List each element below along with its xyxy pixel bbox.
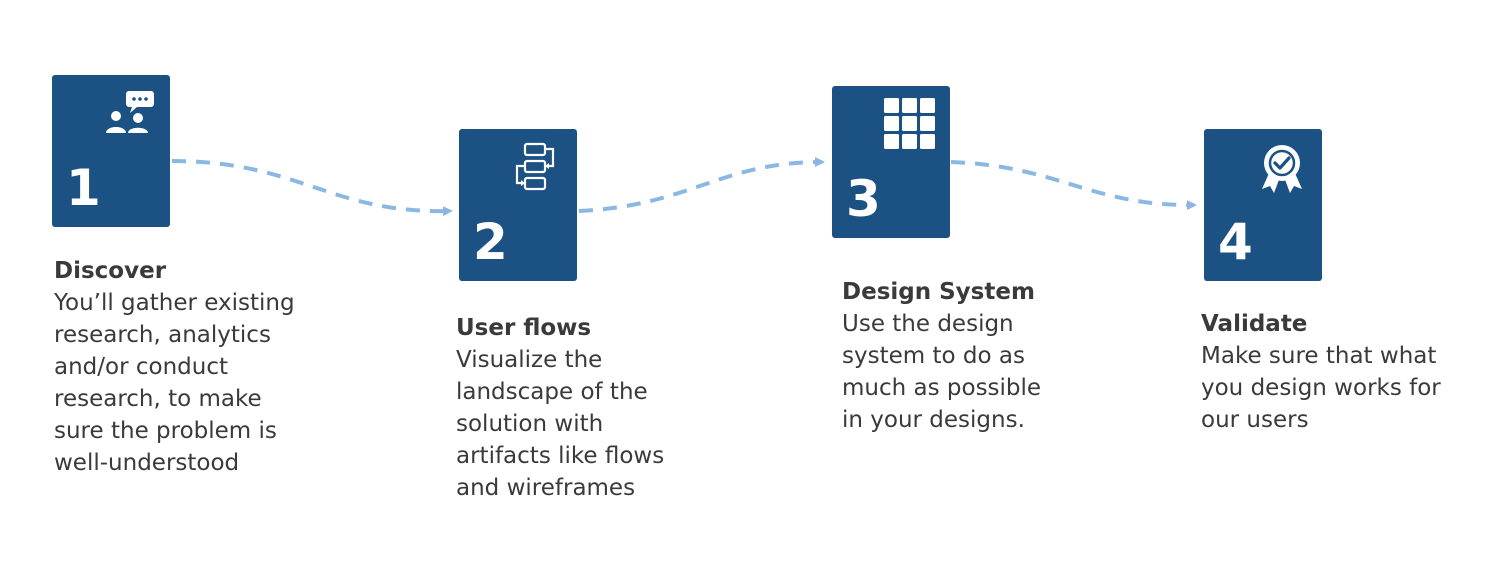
step-number: 2 xyxy=(473,213,508,271)
user-discussion-icon xyxy=(106,91,154,133)
step-card-design-system: 3 xyxy=(832,86,950,238)
flowchart-icon xyxy=(515,142,555,191)
step-number: 1 xyxy=(66,159,101,217)
step-card-discover: 1 xyxy=(52,75,170,227)
step-card-validate: 4 xyxy=(1204,129,1322,281)
step-title: Validate xyxy=(1201,311,1308,337)
step-text-user-flows: User flows Visualize the landscape of th… xyxy=(456,312,686,504)
step-description: Make sure that what you design works for… xyxy=(1201,343,1441,433)
connector-1-2 xyxy=(171,159,453,217)
connector-2-3 xyxy=(578,157,825,213)
grid-icon xyxy=(884,98,935,149)
step-card-user-flows: 2 xyxy=(459,129,577,281)
step-title: User flows xyxy=(456,315,592,341)
step-title: Discover xyxy=(54,258,167,284)
badge-check-icon xyxy=(1262,145,1302,193)
step-description: You’ll gather existing research, analyti… xyxy=(54,290,295,476)
step-description: Visualize the landscape of the solution … xyxy=(456,347,665,501)
step-text-validate: Validate Make sure that what you design … xyxy=(1201,308,1451,436)
step-title: Design System xyxy=(842,279,1035,305)
step-description: Use the design system to do as much as p… xyxy=(842,311,1042,433)
step-text-design-system: Design System Use the design system to d… xyxy=(842,276,1052,436)
step-text-discover: Discover You’ll gather existing research… xyxy=(54,255,304,479)
connector-3-4 xyxy=(950,160,1197,211)
step-number: 4 xyxy=(1218,213,1253,271)
step-number: 3 xyxy=(846,170,881,228)
